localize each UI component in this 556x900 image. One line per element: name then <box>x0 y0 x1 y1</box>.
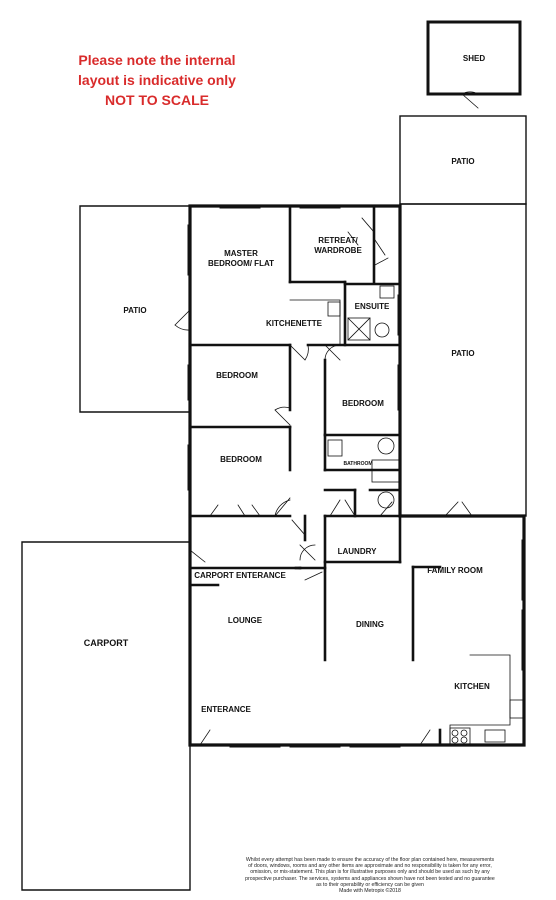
disclaimer-line-6: Made with Metropix ©2018 <box>339 888 401 895</box>
shed-door <box>461 91 479 109</box>
disclaimer-line-5: as to their operability or efficiency ca… <box>316 881 424 888</box>
notice-line-3: NOT TO SCALE <box>105 92 209 108</box>
house-exterior-wall <box>188 204 526 747</box>
label-bedroom-2: BEDROOM <box>342 399 384 408</box>
label-master-2: BEDROOM/ FLAT <box>208 259 274 268</box>
fixtures <box>327 285 525 745</box>
shed-outline <box>426 20 522 96</box>
kitchenette-bench <box>289 299 341 346</box>
kitchen-bench <box>449 654 511 746</box>
label-bathroom: BATHROOM <box>343 461 372 467</box>
label-carport-entrance: CARPORT ENTERANCE <box>194 571 286 580</box>
label-kitchen: KITCHEN <box>454 682 490 691</box>
interior-walls <box>188 204 442 747</box>
label-ensuite: ENSUITE <box>355 302 390 311</box>
label-patio-right: PATIO <box>451 349 474 358</box>
label-bedroom-1: BEDROOM <box>216 371 258 380</box>
label-dining: DINING <box>356 620 384 629</box>
label-patio-top: PATIO <box>451 157 474 166</box>
disclaimer: Whilst every attempt has been made to en… <box>205 857 535 894</box>
label-lounge: LOUNGE <box>228 616 263 625</box>
label-bedroom-3: BEDROOM <box>220 455 262 464</box>
label-kitchenette: KITCHENETTE <box>266 319 323 328</box>
label-retreat-2: WARDROBE <box>314 246 362 255</box>
scale-notice: Please note the internal layout is indic… <box>62 50 252 110</box>
label-entrance: ENTERANCE <box>201 705 251 714</box>
patio-left-outline <box>79 205 191 413</box>
disclaimer-line-1: Whilst every attempt has been made to en… <box>245 857 495 863</box>
label-retreat-1: RETREAT/ <box>318 236 358 245</box>
disclaimer-line-3: omission, or mis-statement. This plan is… <box>250 869 490 876</box>
carport-outline <box>21 541 191 891</box>
windows <box>187 204 526 748</box>
label-master-1: MASTER <box>224 249 258 258</box>
notice-line-2: layout is indicative only <box>78 72 236 88</box>
door-swings <box>174 217 473 746</box>
notice-line-1: Please note the internal <box>78 52 236 68</box>
label-patio-left: PATIO <box>123 306 146 315</box>
disclaimer-line-4: prospective purchaser. The services, sys… <box>245 875 495 882</box>
label-laundry: LAUNDRY <box>338 547 377 556</box>
label-carport: CARPORT <box>84 638 129 648</box>
label-shed: SHED <box>463 54 485 63</box>
disclaimer-line-2: of doors, windows, rooms and any other i… <box>248 863 492 870</box>
patio-right-outline <box>399 203 527 517</box>
label-family-room: FAMILY ROOM <box>427 566 483 575</box>
